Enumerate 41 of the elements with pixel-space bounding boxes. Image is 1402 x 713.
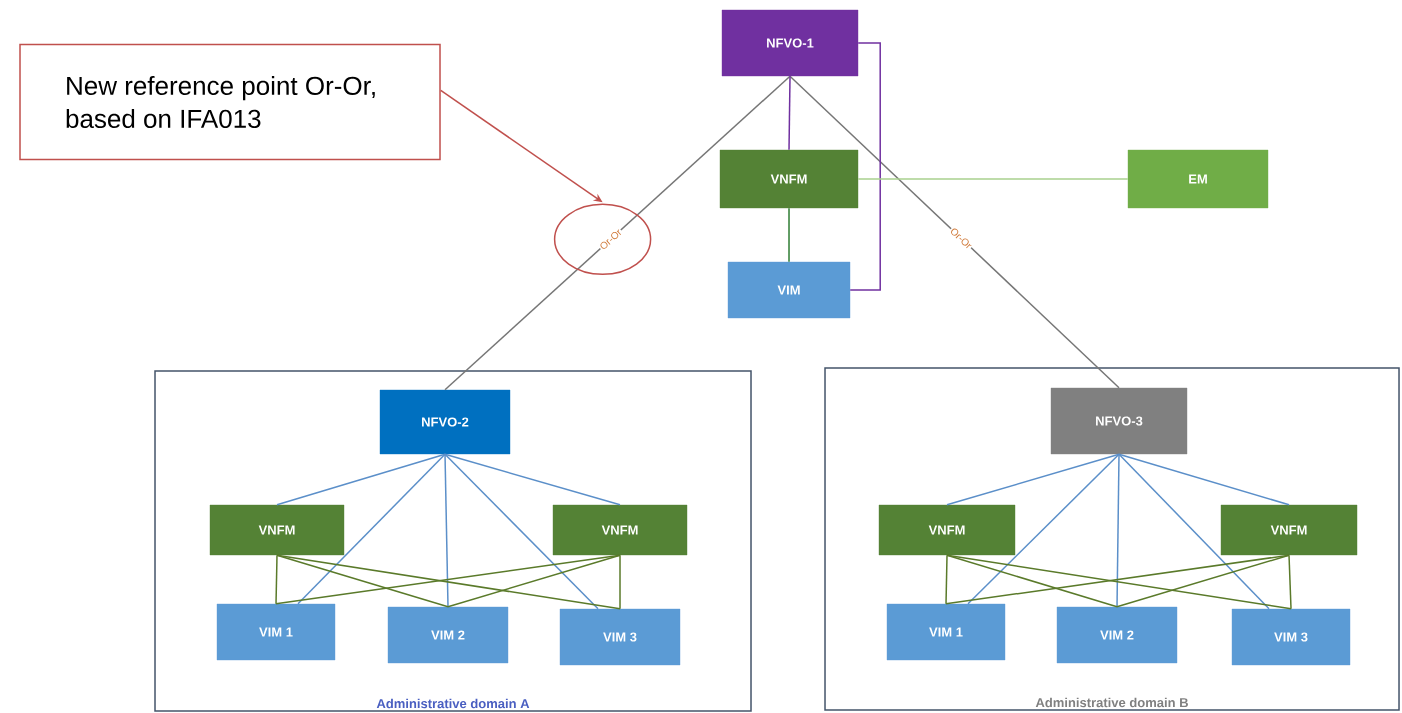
connector-line [444,453,599,610]
connector-line [967,453,1120,605]
connector-line [1288,554,1292,610]
connector-line [857,178,1129,180]
process-box: VIM [727,261,851,319]
process-box: VNFM [1220,504,1358,556]
callout-box: New reference point Or-Or, based on IFA013 [19,43,441,161]
process-box: NFVO-1 [721,9,859,77]
connector-line [444,453,449,608]
connector-line [1118,453,1290,506]
connector-line [1116,554,1290,608]
process-box: VIM 1 [216,603,336,661]
process-box: VIM 2 [1056,606,1178,664]
connector-line [444,453,621,506]
connector-line [788,207,790,263]
process-box: VNFM [552,504,688,556]
process-box: NFVO-2 [379,389,511,455]
connector-line [275,554,278,605]
connector-line [276,453,446,506]
connector-line [789,75,1120,389]
connector-line [297,453,446,605]
process-box: EM [1127,149,1269,209]
connector-line [946,554,1118,608]
connector-line [276,554,449,608]
connector-line [619,554,621,610]
process-box: VNFM [719,149,859,209]
process-box: VNFM [878,504,1016,556]
connector-line [1116,453,1120,608]
process-box: VIM 2 [387,606,509,664]
connector-line [447,554,621,608]
connector-line [444,75,791,391]
process-box: VIM 3 [559,608,681,666]
connector-line [946,453,1120,506]
process-box: NFVO-3 [1050,387,1188,455]
process-box: VNFM [209,504,345,556]
connector-line [1118,453,1270,610]
connector-line [788,75,791,151]
process-box: VIM 3 [1231,608,1351,666]
process-box: VIM 1 [886,603,1006,661]
connector-line [849,42,881,291]
connector-line [945,554,948,605]
